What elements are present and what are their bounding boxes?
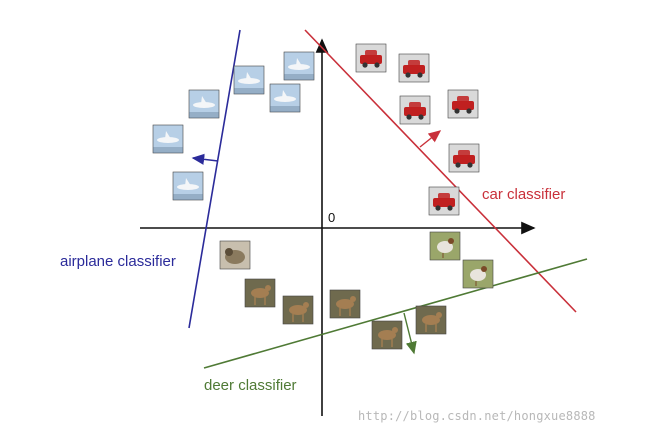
- cat-thumbnail: [219, 240, 251, 270]
- car-classifier-line: [304, 29, 577, 313]
- airplane-thumbnail: [152, 124, 184, 154]
- deer-thumbnail: [244, 278, 276, 308]
- deer-classifier-label: deer classifier: [204, 377, 297, 394]
- car-thumbnail: [398, 53, 430, 83]
- origin-label: 0: [328, 210, 335, 225]
- airplane-thumbnail: [233, 65, 265, 95]
- image-thumbnails: [152, 43, 494, 350]
- deer-thumbnail: [329, 289, 361, 319]
- car-thumbnail: [355, 43, 387, 73]
- airplane-classifier-label: airplane classifier: [60, 253, 176, 270]
- bird-thumbnail: [429, 231, 461, 261]
- watermark: http://blog.csdn.net/hongxue8888: [358, 409, 596, 423]
- car-normal-arrow: [419, 130, 442, 148]
- deer-thumbnail: [415, 305, 447, 335]
- deer-thumbnail: [371, 320, 403, 350]
- car-thumbnail: [428, 186, 460, 216]
- airplane-thumbnail: [283, 51, 315, 81]
- car-thumbnail: [447, 89, 479, 119]
- car-classifier-label: car classifier: [482, 186, 565, 203]
- car-thumbnail: [399, 95, 431, 125]
- deer-classifier-line: [203, 258, 588, 369]
- airplane-thumbnail: [172, 171, 204, 201]
- airplane-thumbnail: [188, 89, 220, 119]
- deer-normal-arrow: [403, 312, 417, 355]
- car-thumbnail: [448, 143, 480, 173]
- airplane-thumbnail: [269, 83, 301, 113]
- bird-thumbnail: [462, 259, 494, 289]
- airplane-classifier-line: [188, 29, 241, 329]
- deer-thumbnail: [282, 295, 314, 325]
- airplane-normal-arrow: [191, 153, 219, 165]
